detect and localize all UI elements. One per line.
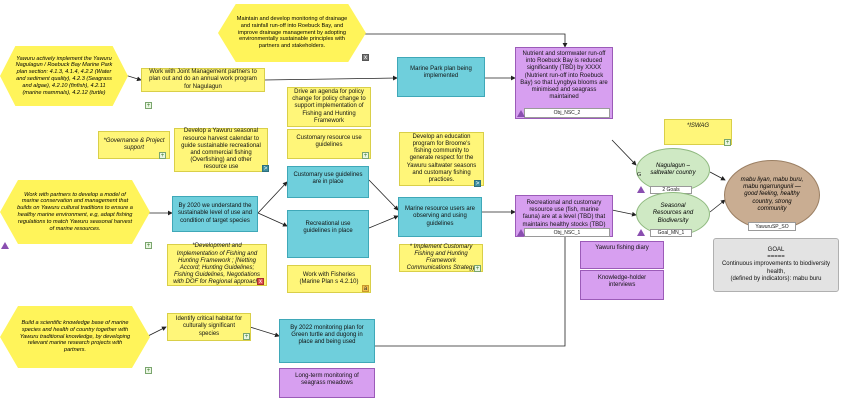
result-customary-guidelines[interactable]: Customary use guidelines are in place [287, 166, 369, 198]
strategy-development-implementation[interactable]: *Development and Implementation of Fishi… [167, 243, 267, 286]
strategy-governance-support[interactable]: *Governance & Project support [98, 131, 170, 159]
plus-icon[interactable]: + [474, 265, 481, 272]
strategy-education-program[interactable]: Develop an education program for Broome'… [399, 132, 484, 186]
goal-letter: G [637, 172, 642, 178]
indicator-knowledge-interviews[interactable]: Knowledge-holder interviews [580, 270, 664, 300]
teal-tag-icon[interactable]: > [262, 165, 269, 172]
result-by-2022[interactable]: By 2022 monitoring plan for Green turtle… [279, 319, 375, 363]
red-tag-icon[interactable]: x [257, 278, 264, 285]
plus-icon[interactable]: + [362, 152, 369, 159]
teal-tag-icon[interactable]: > [474, 180, 481, 187]
plus-icon[interactable]: + [243, 333, 250, 340]
indicator-seagrass-monitoring[interactable]: Long-term monitoring of seagrass meadows [279, 368, 375, 398]
result-by-2020[interactable]: By 2020 we understand the sustainable le… [172, 196, 258, 232]
strategy-work-with-fisheries[interactable]: Work with Fisheries (Marine Plan s 4.2.1… [287, 265, 371, 293]
orange-tag-icon[interactable]: a [362, 285, 369, 292]
purple-triangle-icon[interactable] [1, 242, 9, 249]
purple-triangle-icon[interactable] [637, 229, 645, 236]
strategy-identify-habitat[interactable]: Identify critical habitat for culturally… [167, 313, 251, 341]
goal-id-label: Goal_MN_1 [650, 229, 692, 237]
target-nagulagun[interactable]: Nagulagun – saltwater country [636, 148, 710, 192]
plus-icon[interactable]: + [145, 102, 152, 109]
plus-icon[interactable]: + [159, 152, 166, 159]
hexagon-marine-conservation-model[interactable]: Work with partners to develop a model of… [0, 180, 150, 244]
objective-id-label: Obj_NSC_2 [524, 108, 610, 118]
strategy-work-joint-management[interactable]: Work with Joint Management partners to p… [141, 68, 265, 92]
hexagon-drainage-monitoring[interactable]: Maintain and develop monitoring of drain… [218, 4, 366, 62]
strategy-iswag[interactable]: *ISWAG [664, 119, 732, 145]
indicator-fishing-diary[interactable]: Yawuru fishing diary [580, 241, 664, 269]
purple-triangle-icon[interactable] [517, 110, 525, 117]
plus-icon[interactable]: + [724, 139, 731, 146]
plus-icon[interactable]: + [145, 367, 152, 374]
strategy-seasonal-calendar[interactable]: Develop a Yawuru seasonal resource harve… [174, 128, 268, 172]
dark-tag-icon[interactable]: x [362, 54, 369, 61]
objective-nutrient-runoff[interactable]: Nutrient and stormwater run-off into Roe… [515, 47, 613, 119]
strategy-policy-agenda[interactable]: Drive an agenda for policy change for po… [287, 87, 371, 127]
hexagon-scientific-knowledge[interactable]: Build a scientific knowledge base of mar… [0, 306, 150, 368]
hexagon-marine-park-plan[interactable]: Yawuru actively implement the Yawuru Nag… [0, 46, 128, 106]
purple-triangle-icon[interactable] [517, 229, 525, 236]
plus-icon[interactable]: + [145, 242, 152, 249]
scope-mabu-liyan[interactable]: mabu liyan, mabu buru, mabu ngarrungunil… [724, 160, 820, 230]
scope-id-label: YawuruSP_SO [748, 222, 796, 231]
purple-triangle-icon[interactable] [637, 186, 645, 193]
result-marine-park-implemented[interactable]: Marine Park plan being implemented [397, 57, 485, 97]
strategy-communications[interactable]: * Implement Customary Fishing and Huntin… [399, 244, 483, 272]
result-recreational-guidelines[interactable]: Recreational use guidelines in place [287, 210, 369, 258]
goal-text-box[interactable]: GOAL ===== Continuous improvements to bi… [713, 238, 839, 292]
result-marine-users-observing[interactable]: Marine resource users are observing and … [398, 197, 482, 237]
objective-id-label: Obj_NSC_1 [524, 228, 610, 237]
strategy-customary-guidelines[interactable]: Customary resource use guidelines [287, 129, 371, 159]
